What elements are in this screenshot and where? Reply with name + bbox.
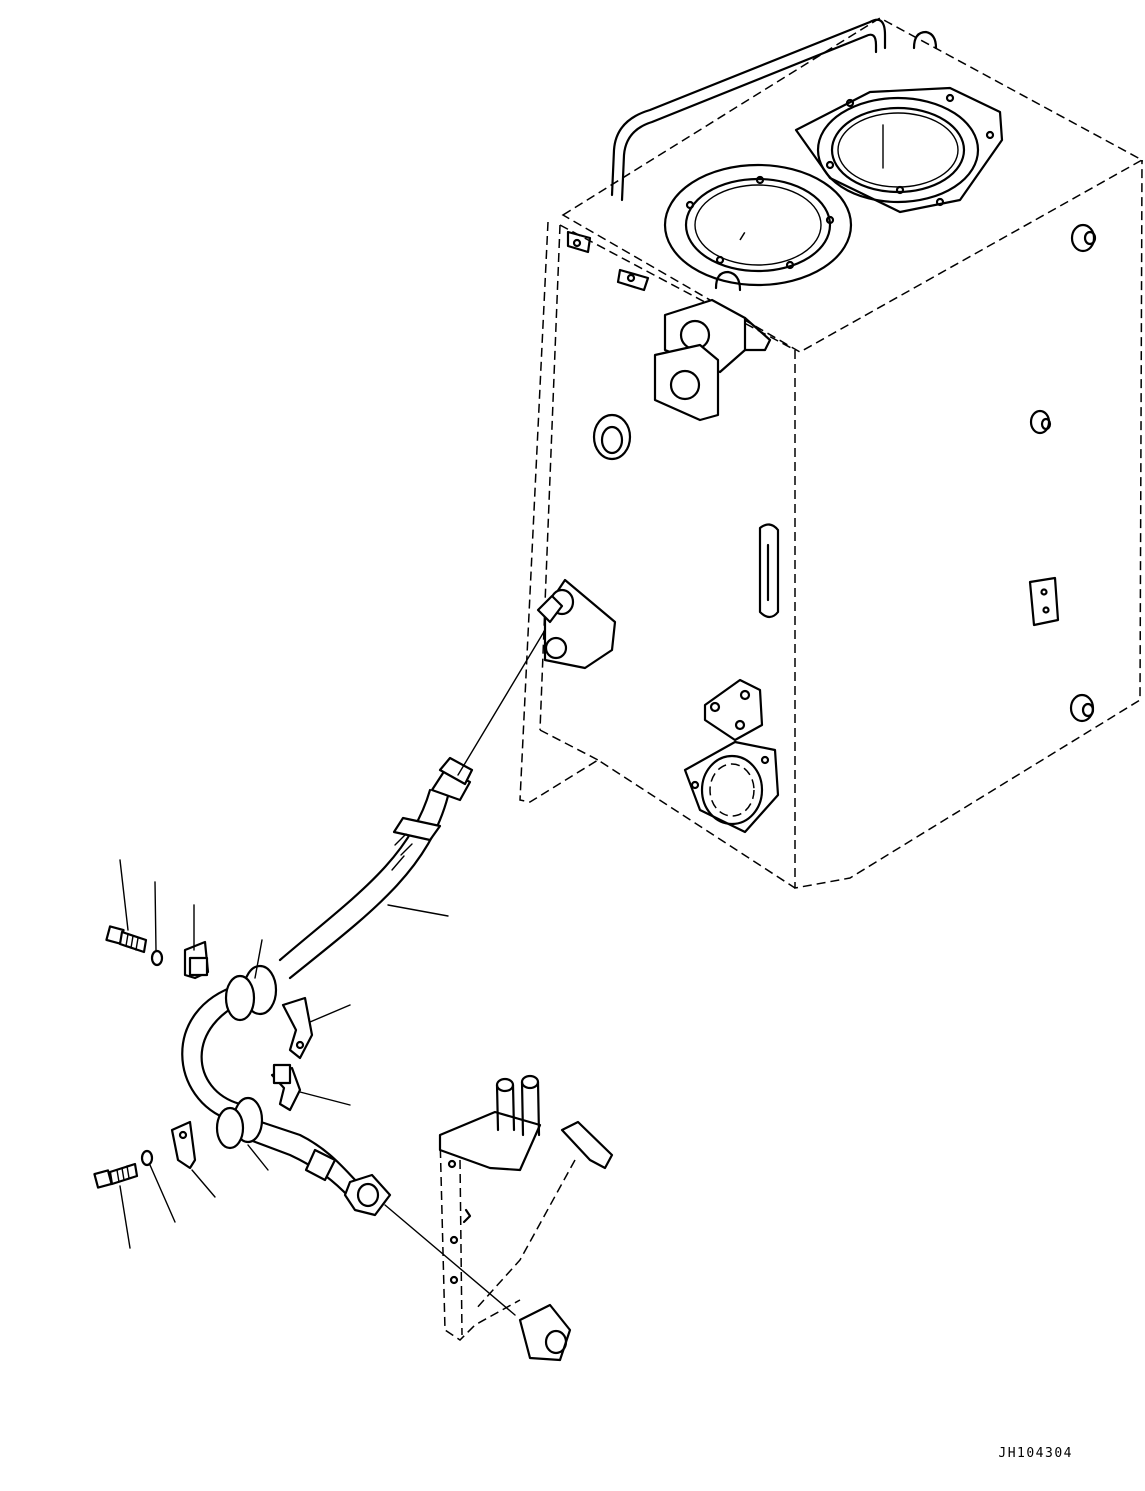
fitting-icon xyxy=(438,1074,614,1362)
washer-icon xyxy=(140,949,164,1167)
leader-line-icon xyxy=(119,629,546,1316)
drawing-code: JH104304 xyxy=(998,1446,1073,1461)
bracket-icon xyxy=(170,940,210,1170)
clamp-icon xyxy=(215,964,314,1150)
bolt-icon xyxy=(93,925,148,1189)
hydraulic-tank-icon xyxy=(519,17,1144,889)
hose-assembly-icon xyxy=(181,756,474,1217)
